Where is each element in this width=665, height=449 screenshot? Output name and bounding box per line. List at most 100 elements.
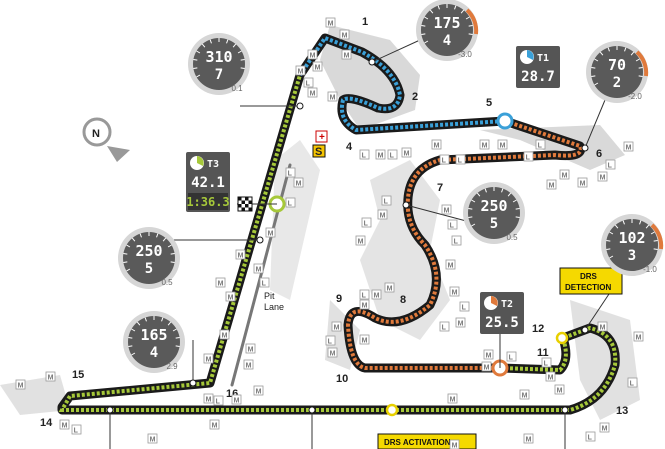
gauge-t5: 702-2.0 — [586, 41, 649, 103]
gauge-t1-delta: -3.0 — [458, 50, 472, 59]
gauge-t5-gear: 2 — [613, 75, 621, 91]
marshal-post-tag: M — [599, 422, 610, 433]
marshal-post-tag: M — [331, 321, 342, 332]
svg-text:L: L — [328, 339, 333, 346]
sector1-marker — [496, 112, 514, 130]
svg-text:M: M — [358, 239, 364, 246]
marshal-post-tag: M — [203, 353, 214, 364]
marshal-post-tag: M — [431, 139, 442, 150]
marshal-post-tag: M — [359, 334, 370, 345]
sector-s1-label: T1 — [537, 53, 549, 64]
light-panel-tag: L — [71, 424, 82, 435]
gauge-pit-gear: 5 — [145, 261, 153, 277]
sector1-path — [298, 35, 506, 133]
svg-text:M: M — [256, 267, 262, 274]
gauge-t7-delta: 0.5 — [506, 233, 518, 242]
svg-text:L: L — [288, 201, 293, 208]
svg-text:M: M — [246, 363, 252, 370]
marshal-post-tag: M — [577, 177, 588, 188]
marshal-post-tag: M — [401, 147, 412, 158]
gauge-start-delta: 0.1 — [231, 84, 243, 93]
drs-detection-line1: DRS — [580, 272, 598, 281]
gauge-t15-gear: 4 — [150, 345, 158, 361]
svg-text:M: M — [557, 388, 563, 395]
start-finish-flag — [237, 196, 253, 212]
gauge-t7-speed: 250 — [480, 197, 507, 215]
svg-text:M: M — [48, 375, 54, 382]
safety-car-icon — [312, 144, 326, 158]
svg-text:L: L — [462, 305, 467, 312]
svg-text:M: M — [500, 143, 506, 150]
gauge-t5-speed: 70 — [608, 56, 626, 74]
svg-text:L: L — [608, 163, 613, 170]
safety-flag-letter: S — [315, 146, 322, 158]
svg-text:L: L — [262, 281, 267, 288]
svg-text:M: M — [298, 69, 304, 76]
svg-text:M: M — [602, 426, 608, 433]
svg-text:L: L — [364, 221, 369, 228]
light-panel-tag: L — [303, 77, 314, 88]
gauge-start-gear: 7 — [215, 67, 223, 83]
marshal-post-tag: M — [341, 49, 352, 60]
marshal-post-tag: M — [265, 227, 276, 238]
drs-detection-point — [555, 331, 569, 345]
svg-text:L: L — [384, 199, 389, 206]
gauge-t1-gear: 4 — [443, 33, 451, 49]
marshal-post-tag: M — [545, 371, 556, 382]
sector-s3-laptime: 1:36.3 — [186, 195, 229, 209]
marshal-post-tag: M — [253, 385, 264, 396]
marshal-post-tag: M — [481, 361, 492, 372]
svg-text:M: M — [548, 375, 554, 382]
gauge-t15-speed: 165 — [140, 326, 167, 344]
pit-lane-label-2: Lane — [264, 302, 284, 312]
marshal-post-tag: M — [371, 289, 382, 300]
marshal-post-tag: M — [377, 209, 388, 220]
svg-text:M: M — [206, 357, 212, 364]
light-panel-tag: L — [605, 159, 616, 170]
marshal-post-tag: M — [384, 282, 395, 293]
svg-text:M: M — [310, 91, 316, 98]
marshal-post-tag: M — [245, 343, 256, 354]
marshal-post-tag: M — [225, 291, 236, 302]
sector-s2-time: 25.5 — [485, 315, 519, 331]
corner-13: 13 — [616, 405, 628, 417]
gauge-t11-gear: 3 — [628, 248, 636, 264]
svg-text:M: M — [330, 351, 336, 358]
gauge-pit-delta: 0.5 — [161, 278, 173, 287]
marshal-post-tag: M — [623, 141, 634, 152]
pit-lane-label-1: Pit — [264, 291, 275, 301]
marshal-post-tag: M — [45, 371, 56, 382]
marshal-post-tag: M — [359, 299, 370, 310]
svg-text:M: M — [344, 53, 350, 60]
marshal-post-tag: M — [597, 321, 608, 332]
svg-text:M: M — [636, 335, 642, 342]
marshal-post-tag: M — [554, 384, 565, 395]
svg-text:M: M — [256, 389, 262, 396]
marshal-post-tag: M — [147, 433, 158, 444]
svg-text:L: L — [362, 153, 367, 160]
marshal-post-tag: M — [295, 65, 306, 76]
svg-text:M: M — [600, 325, 606, 332]
light-panel-tag: L — [361, 217, 372, 228]
svg-text:M: M — [206, 397, 212, 404]
svg-text:M: M — [315, 65, 321, 72]
marshal-post-tag: M — [231, 394, 242, 405]
svg-text:L: L — [450, 223, 455, 230]
svg-text:M: M — [212, 423, 218, 430]
svg-text:L: L — [442, 158, 447, 165]
light-panel-tag: L — [259, 277, 270, 288]
svg-text:M: M — [222, 333, 228, 340]
svg-text:M: M — [374, 293, 380, 300]
svg-text:M: M — [484, 365, 490, 372]
svg-text:M: M — [444, 208, 450, 215]
marshal-post-tag: M — [307, 87, 318, 98]
svg-text:M: M — [450, 397, 456, 404]
marshal-post-tag: M — [312, 61, 323, 72]
